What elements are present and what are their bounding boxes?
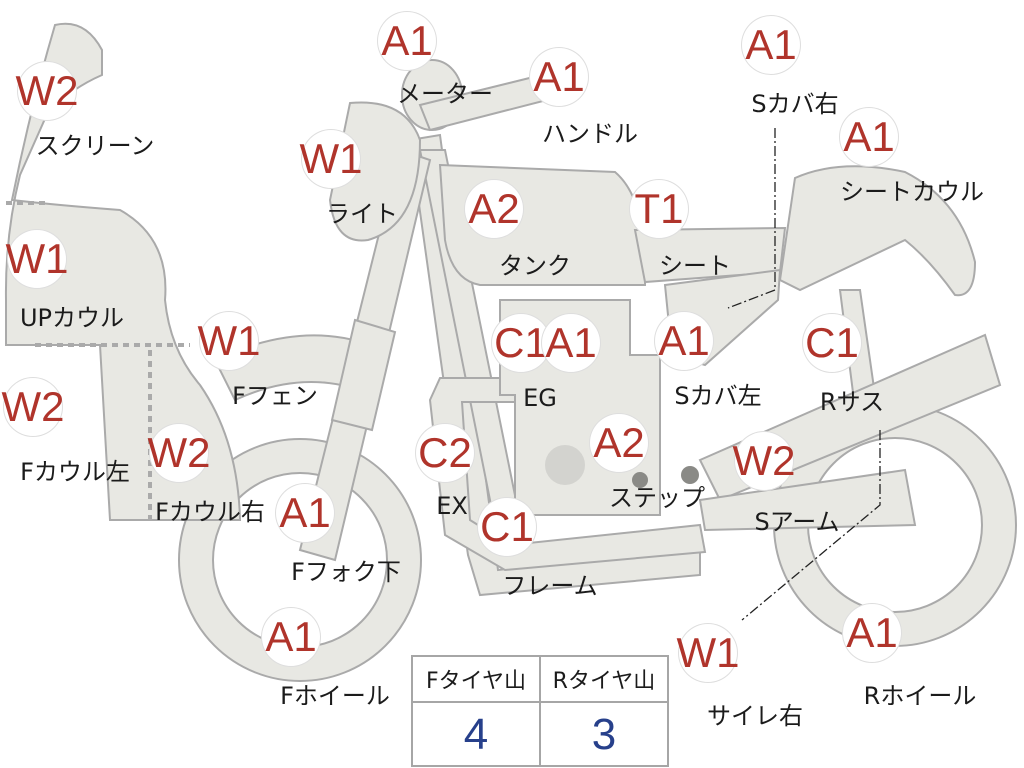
tank-grade: A2 (465, 180, 523, 238)
r-wheel-label: Rホイール (863, 682, 977, 710)
silencer-right-grade: W1 (677, 624, 740, 682)
s-cover-right-label: Sカバ右 (751, 90, 839, 118)
silencer-shape (698, 468, 917, 532)
frame-label: フレーム (502, 572, 598, 600)
step-label: ステップ (609, 484, 705, 512)
light-label: ライト (326, 200, 398, 228)
exhaust-label: EX (436, 492, 468, 520)
front-tire-value: 4 (463, 710, 489, 759)
screen-grade: W2 (16, 62, 79, 120)
step-grade: A2 (590, 414, 648, 472)
r-suspension-grade: C1 (803, 314, 861, 372)
front-tire-header: Fタイヤ山 (426, 669, 526, 694)
rear-tire-value: 3 (539, 703, 667, 767)
f-fender-grade: W1 (198, 312, 261, 370)
s-arm-grade: W2 (733, 432, 796, 490)
seat-grade: T1 (630, 180, 688, 238)
f-cowl-right-grade: W2 (148, 424, 211, 482)
frame-grade: C1 (478, 498, 536, 556)
r-wheel-grade: A1 (843, 604, 901, 662)
handle-grade: A1 (530, 48, 588, 106)
meter-label: メーター (397, 80, 493, 108)
f-cowl-left-grade: W2 (2, 378, 65, 436)
silencer-right-label: サイレ右 (707, 702, 803, 730)
engine-label: EG (523, 384, 557, 412)
seat-cowl-grade: A1 (840, 108, 898, 166)
exhaust-grade: C2 (416, 424, 474, 482)
seat-cowl-shape (778, 165, 977, 297)
engine-grade-1: C1 (492, 314, 550, 372)
f-fork-lower-label: Fフォク下 (291, 558, 401, 586)
f-cowl-left-label: Fカウル左 (20, 458, 130, 486)
s-cover-right-grade: A1 (742, 16, 800, 74)
f-wheel-label: Fホイール (280, 682, 390, 710)
engine-grade-2: A1 (542, 314, 600, 372)
f-fork-lower-grade: A1 (276, 484, 334, 542)
f-cowl-right-label: Fカウル右 (155, 498, 265, 526)
s-cover-left-label: Sカバ左 (674, 382, 762, 410)
seat-cowl-label: シートカウル (840, 178, 984, 206)
up-cowl-grade: W1 (6, 230, 69, 288)
meter-grade: A1 (378, 12, 436, 70)
tire-tread-table: Fタイヤ山 Rタイヤ山 4 3 (411, 655, 669, 767)
handle-label: ハンドル (542, 120, 638, 148)
seat-label: シート (659, 252, 731, 280)
rear-tire-header: Rタイヤ山 (539, 657, 667, 701)
s-cover-left-grade: A1 (655, 312, 713, 370)
up-cowl-label: UPカウル (19, 304, 125, 332)
r-suspension-label: Rサス (819, 388, 885, 416)
s-arm-label: Sアーム (754, 508, 840, 536)
tank-label: タンク (499, 252, 571, 280)
screen-label: スクリーン (35, 132, 155, 160)
f-wheel-grade: A1 (262, 608, 320, 666)
light-grade: W1 (300, 130, 363, 188)
f-fender-label: Fフェン (232, 382, 318, 410)
